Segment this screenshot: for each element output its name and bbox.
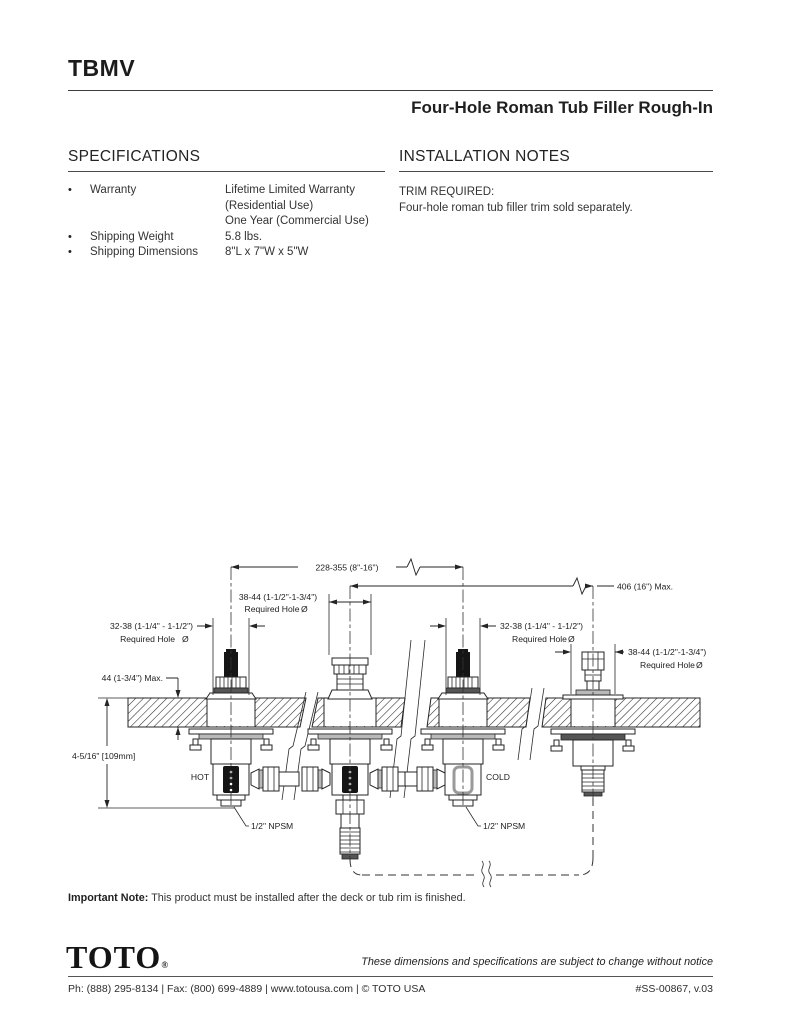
spec-label: Shipping Dimensions xyxy=(90,246,199,259)
toto-logo: TOTO® xyxy=(66,939,169,976)
pipe-break-squiggle xyxy=(488,860,492,888)
dim-max-label: 406 (16") Max. xyxy=(617,582,673,592)
required-hole-label: Required Hole xyxy=(245,604,300,614)
spec-value: 5.8 lbs. xyxy=(225,230,263,243)
hole-size-label: 32-38 (1-1/4" - 1-1/2") xyxy=(500,621,583,631)
dim-hole-spout: 38-44 (1-1/2"-1-3/4") Required Hole Ø xyxy=(239,592,372,655)
rough-in-diagram: 228-355 (8"-16") 406 (16") Max. 32-38 (1… xyxy=(72,557,706,888)
dim-hole-hot: 32-38 (1-1/4" - 1-1/2") Required Hole Ø xyxy=(110,618,265,695)
footer-contact: Ph: (888) 295-8134 | Fax: (800) 699-4889… xyxy=(68,983,426,995)
page-title: TBMV xyxy=(68,55,136,81)
dim-below-deck: 4-5/16" [109mm] xyxy=(72,697,235,809)
cold-label: COLD xyxy=(486,772,510,782)
dim-max-span: 406 (16") Max. xyxy=(350,576,673,596)
hole-size-label: 32-38 (1-1/4" - 1-1/2") xyxy=(110,621,193,631)
dim-span-label: 228-355 (8"-16") xyxy=(316,563,379,573)
mounting-screws xyxy=(189,738,273,751)
dashed-routing xyxy=(349,798,594,888)
below-deck-label: 4-5/16" [109mm] xyxy=(72,751,135,761)
spec-value: 8"L x 7"W x 5"W xyxy=(225,246,309,259)
spec-row-warranty: • Warranty Lifetime Limited Warranty (Re… xyxy=(68,183,385,230)
header-rule xyxy=(68,90,713,91)
dim-valve-spacing: 228-355 (8"-16") xyxy=(231,557,463,577)
npsm-callout-cold: 1/2" NPSM xyxy=(465,806,525,831)
bullet-icon: • xyxy=(68,246,72,259)
important-note-label: Important Note: xyxy=(68,892,149,904)
npsm-label: 1/2" NPSM xyxy=(251,821,293,831)
spec-row-shipping-dimensions: • Shipping Dimensions 8"L x 7"W x 5"W xyxy=(68,245,385,261)
diameter-symbol: Ø xyxy=(182,634,189,644)
spec-label: Shipping Weight xyxy=(90,230,174,243)
diameter-symbol: Ø xyxy=(301,604,308,614)
deck-max-label: 44 (1-3/4") Max. xyxy=(102,673,163,683)
installation-notes-heading: INSTALLATION NOTES xyxy=(399,148,713,172)
centerlines xyxy=(230,567,594,859)
required-hole-label: Required Hole xyxy=(120,634,175,644)
spec-label: Warranty xyxy=(90,184,137,196)
mounting-screws xyxy=(550,739,635,752)
spec-value-line: Lifetime Limited Warranty xyxy=(225,184,355,196)
important-note: Important Note: This product must be ins… xyxy=(68,892,466,904)
dim-deck-thickness: 44 (1-3/4") Max. xyxy=(102,673,181,740)
spout-valve xyxy=(301,657,409,860)
dim-hole-cold: 32-38 (1-1/4" - 1-1/2") Required Hole Ø xyxy=(430,618,583,695)
installation-notes-section: INSTALLATION NOTES TRIM REQUIRED: Four-h… xyxy=(399,148,713,216)
hole-size-label: 38-44 (1-1/2"-1-3/4") xyxy=(628,647,706,657)
trim-required-note: Four-hole roman tub filler trim sold sep… xyxy=(399,201,633,214)
spec-value-line: One Year (Commercial Use) xyxy=(225,215,369,228)
mounting-screws xyxy=(307,738,393,751)
npsm-label: 1/2" NPSM xyxy=(483,821,525,831)
specifications-list: • Warranty Lifetime Limited Warranty (Re… xyxy=(68,183,385,261)
specifications-heading: SPECIFICATIONS xyxy=(68,148,385,172)
npsm-callout-hot: 1/2" NPSM xyxy=(233,806,293,831)
footer-rule xyxy=(68,976,713,977)
important-note-text: This product must be installed after the… xyxy=(151,892,466,904)
required-hole-label: Required Hole xyxy=(512,634,567,644)
dim-hole-diverter: 38-44 (1-1/2"-1-3/4") Required Hole Ø xyxy=(555,644,706,694)
required-hole-label: Required Hole xyxy=(640,660,695,670)
diameter-symbol: Ø xyxy=(568,634,575,644)
document-number: #SS-00867, v.03 xyxy=(635,983,713,995)
diameter-symbol: Ø xyxy=(696,660,703,670)
bullet-icon: • xyxy=(68,230,72,243)
specifications-section: SPECIFICATIONS • Warranty Lifetime Limit… xyxy=(68,148,385,261)
hole-size-label: 38-44 (1-1/2"-1-3/4") xyxy=(239,592,317,602)
mounting-screws xyxy=(421,738,505,751)
product-subtitle: Four-Hole Roman Tub Filler Rough-In xyxy=(411,98,713,117)
hot-label: HOT xyxy=(191,772,210,782)
pipe-break-squiggle xyxy=(481,860,485,888)
bullet-icon: • xyxy=(68,184,72,196)
registered-mark: ® xyxy=(161,960,170,970)
toto-logo-text: TOTO xyxy=(66,939,162,975)
spec-value-line: (Residential Use) xyxy=(225,199,314,212)
spec-row-shipping-weight: • Shipping Weight 5.8 lbs. xyxy=(68,230,385,246)
spec-value: Lifetime Limited Warranty (Residential U… xyxy=(225,183,385,230)
trim-required-label: TRIM REQUIRED: xyxy=(399,186,495,198)
disclaimer-notice: These dimensions and specifications are … xyxy=(361,956,713,968)
